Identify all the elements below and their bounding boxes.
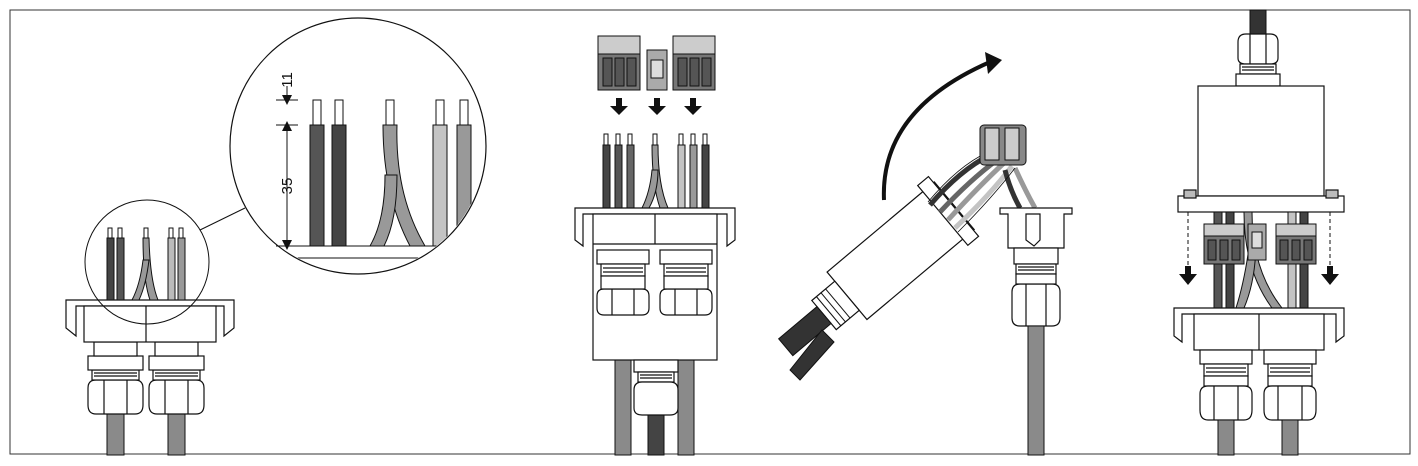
- housing-cover: [1177, 85, 1345, 213]
- cable-right: [1281, 419, 1299, 456]
- wires-step2: [602, 133, 710, 209]
- cable-gland-top: [1235, 33, 1281, 87]
- connector-block-left: [597, 35, 641, 91]
- cable-tilted: [789, 329, 835, 381]
- dimension-lines: [276, 86, 298, 250]
- cable-bottom: [647, 409, 665, 456]
- connectors-step4: [1203, 223, 1317, 265]
- tilted-housing: [777, 175, 980, 357]
- cable-top: [1249, 9, 1267, 37]
- cable-gland-left: [1199, 349, 1253, 421]
- alignment-guides: [1187, 212, 1331, 268]
- cable-gland-right: [659, 249, 713, 316]
- rotate-arrowhead: [985, 52, 1002, 74]
- down-arrows-step2: [610, 98, 702, 115]
- junction-base: [574, 207, 736, 361]
- step-3-fold-cover: [777, 52, 1073, 456]
- figure-border: [9, 9, 1411, 455]
- cable-gland-right: [148, 341, 205, 415]
- dimension-11-label: 11: [279, 72, 296, 88]
- detail-circle-small: [84, 199, 210, 325]
- cable-gland-left: [596, 249, 650, 316]
- cable-upright: [1027, 325, 1045, 456]
- junction-base: [65, 299, 235, 343]
- upright-base: [999, 207, 1073, 327]
- cable-gland-right: [1263, 349, 1317, 421]
- connector-top: [979, 124, 1027, 166]
- step-4-close-housing: [1173, 9, 1345, 456]
- connector-block-right: [672, 35, 716, 91]
- dimension-35-label: 35: [279, 178, 296, 195]
- cable-gland-left: [87, 341, 144, 415]
- down-arrows-step4: [1179, 266, 1339, 285]
- rotate-arrow: [881, 60, 991, 201]
- connector-block-middle: [646, 49, 668, 91]
- step-1-stripped-wires: 11 35: [65, 17, 487, 456]
- junction-base: [1173, 307, 1345, 351]
- wires-step1: [106, 227, 186, 301]
- cable-left: [1217, 419, 1235, 456]
- step-2-insert-connectors: [574, 35, 736, 456]
- detail-leader-line: [199, 207, 246, 231]
- detail-magnified: 11 35: [229, 17, 487, 275]
- cable-gland-bottom: [633, 359, 679, 416]
